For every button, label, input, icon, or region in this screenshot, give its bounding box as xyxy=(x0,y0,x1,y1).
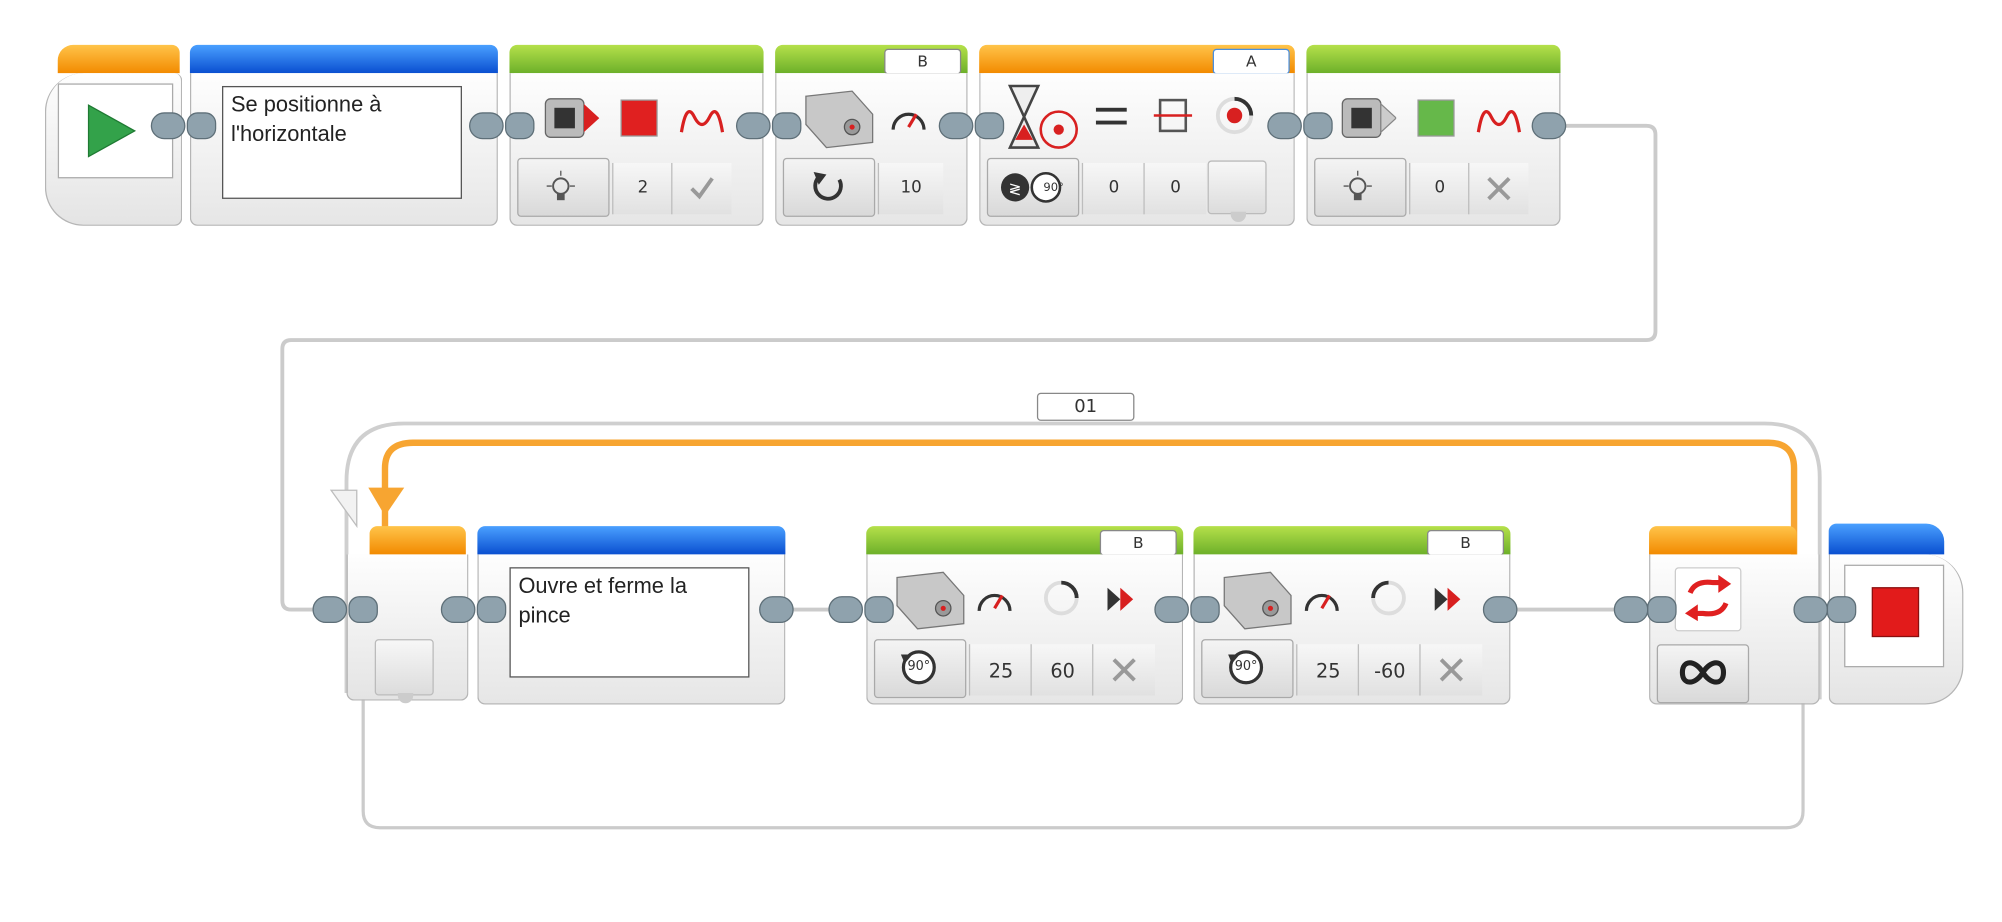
power-input[interactable]: 25 xyxy=(968,644,1032,696)
degrees-input[interactable]: -60 xyxy=(1357,644,1421,696)
pulse-wave-icon xyxy=(679,110,725,133)
threshold-input[interactable]: 0 xyxy=(1143,162,1207,215)
port-selector[interactable]: B xyxy=(1427,530,1505,556)
large-motor-icon xyxy=(896,571,965,630)
cross-icon xyxy=(1112,658,1136,682)
color-input[interactable]: 0 xyxy=(1409,162,1470,215)
rotation-sensor-icon xyxy=(1215,96,1254,135)
green-square-icon xyxy=(1417,99,1455,137)
comment-text-1[interactable]: Se positionne à l'horizontale xyxy=(222,85,462,199)
large-motor-icon xyxy=(805,90,874,149)
large-motor-on-block[interactable]: B 10 xyxy=(775,44,968,226)
speedometer-icon xyxy=(1304,593,1339,611)
light-bulb-icon xyxy=(1343,170,1372,201)
large-motor-icon xyxy=(1223,571,1292,630)
output-plug[interactable] xyxy=(1207,160,1267,215)
power-input[interactable]: 25 xyxy=(1296,644,1360,696)
large-motor-degrees-block-2[interactable]: B 90° 25 -60 xyxy=(1193,526,1511,705)
brake-input[interactable] xyxy=(1092,644,1155,696)
end-block[interactable] xyxy=(1828,523,1964,705)
port-selector[interactable]: B xyxy=(1099,530,1177,556)
pulse-input[interactable] xyxy=(671,162,732,215)
degrees-icon xyxy=(1371,580,1406,616)
cross-icon xyxy=(1487,177,1511,201)
speedometer-icon xyxy=(977,593,1012,611)
rotation-badge: 90° xyxy=(1043,182,1064,196)
port-selector[interactable]: A xyxy=(1212,48,1290,75)
mode-selector[interactable] xyxy=(782,157,876,217)
cross-icon xyxy=(1439,658,1464,682)
loop-index-output[interactable] xyxy=(374,639,434,696)
port-selector[interactable]: B xyxy=(884,48,962,75)
rotation-degrees-icon xyxy=(900,650,936,685)
power-input[interactable]: 10 xyxy=(877,162,944,215)
pulse-input[interactable] xyxy=(1468,162,1529,215)
equals-icon xyxy=(1095,107,1127,125)
rotate-icon xyxy=(813,171,843,201)
speedometer-icon xyxy=(891,112,926,130)
threshold-icon xyxy=(1153,98,1193,133)
rotation-degrees-icon xyxy=(1228,650,1264,685)
mode-badge: 90° xyxy=(907,659,931,674)
stop-square-icon xyxy=(1871,587,1920,638)
brake-icon xyxy=(1107,587,1134,611)
mode-selector[interactable] xyxy=(1314,157,1407,217)
loop-end-block[interactable] xyxy=(1649,526,1820,705)
brick-status-light-block-on[interactable]: 2 xyxy=(509,44,764,226)
comment-block-1[interactable]: Se positionne à l'horizontale xyxy=(189,44,498,226)
play-icon xyxy=(87,104,137,158)
loop-start-block[interactable] xyxy=(346,526,469,704)
brake-icon xyxy=(1434,587,1461,611)
compare-type-input[interactable]: 0 xyxy=(1081,162,1145,215)
infinity-icon xyxy=(1679,660,1727,685)
start-block[interactable] xyxy=(44,44,183,226)
brick-icon xyxy=(544,98,600,138)
color-input[interactable]: 2 xyxy=(612,162,673,215)
pulse-wave-icon xyxy=(1476,110,1522,133)
brake-input[interactable] xyxy=(1419,644,1483,696)
hourglass-icon xyxy=(1007,84,1078,149)
svg-text:≷: ≷ xyxy=(1009,180,1022,198)
degrees-icon xyxy=(1043,580,1079,616)
compare-rotation-icon: ≷ xyxy=(1000,171,1062,203)
degrees-input[interactable]: 60 xyxy=(1030,644,1094,696)
large-motor-degrees-block-1[interactable]: B 90° 25 60 xyxy=(866,526,1184,705)
mode-selector[interactable] xyxy=(517,157,610,217)
brick-icon xyxy=(1341,98,1397,138)
comment-block-2[interactable]: Ouvre et ferme la pince xyxy=(477,526,786,705)
brick-status-light-block-off[interactable]: 0 xyxy=(1306,44,1561,226)
light-bulb-icon xyxy=(546,170,575,201)
red-square-icon xyxy=(620,99,658,137)
loop-arrows-icon xyxy=(1684,574,1732,622)
wait-motor-rotation-block[interactable]: A ≷ 90° 0 0 xyxy=(979,44,1295,226)
check-icon xyxy=(690,177,714,200)
loop-name-label[interactable]: 01 xyxy=(1036,392,1135,421)
mode-badge: 90° xyxy=(1234,659,1258,674)
comment-text-2[interactable]: Ouvre et ferme la pince xyxy=(509,567,750,678)
